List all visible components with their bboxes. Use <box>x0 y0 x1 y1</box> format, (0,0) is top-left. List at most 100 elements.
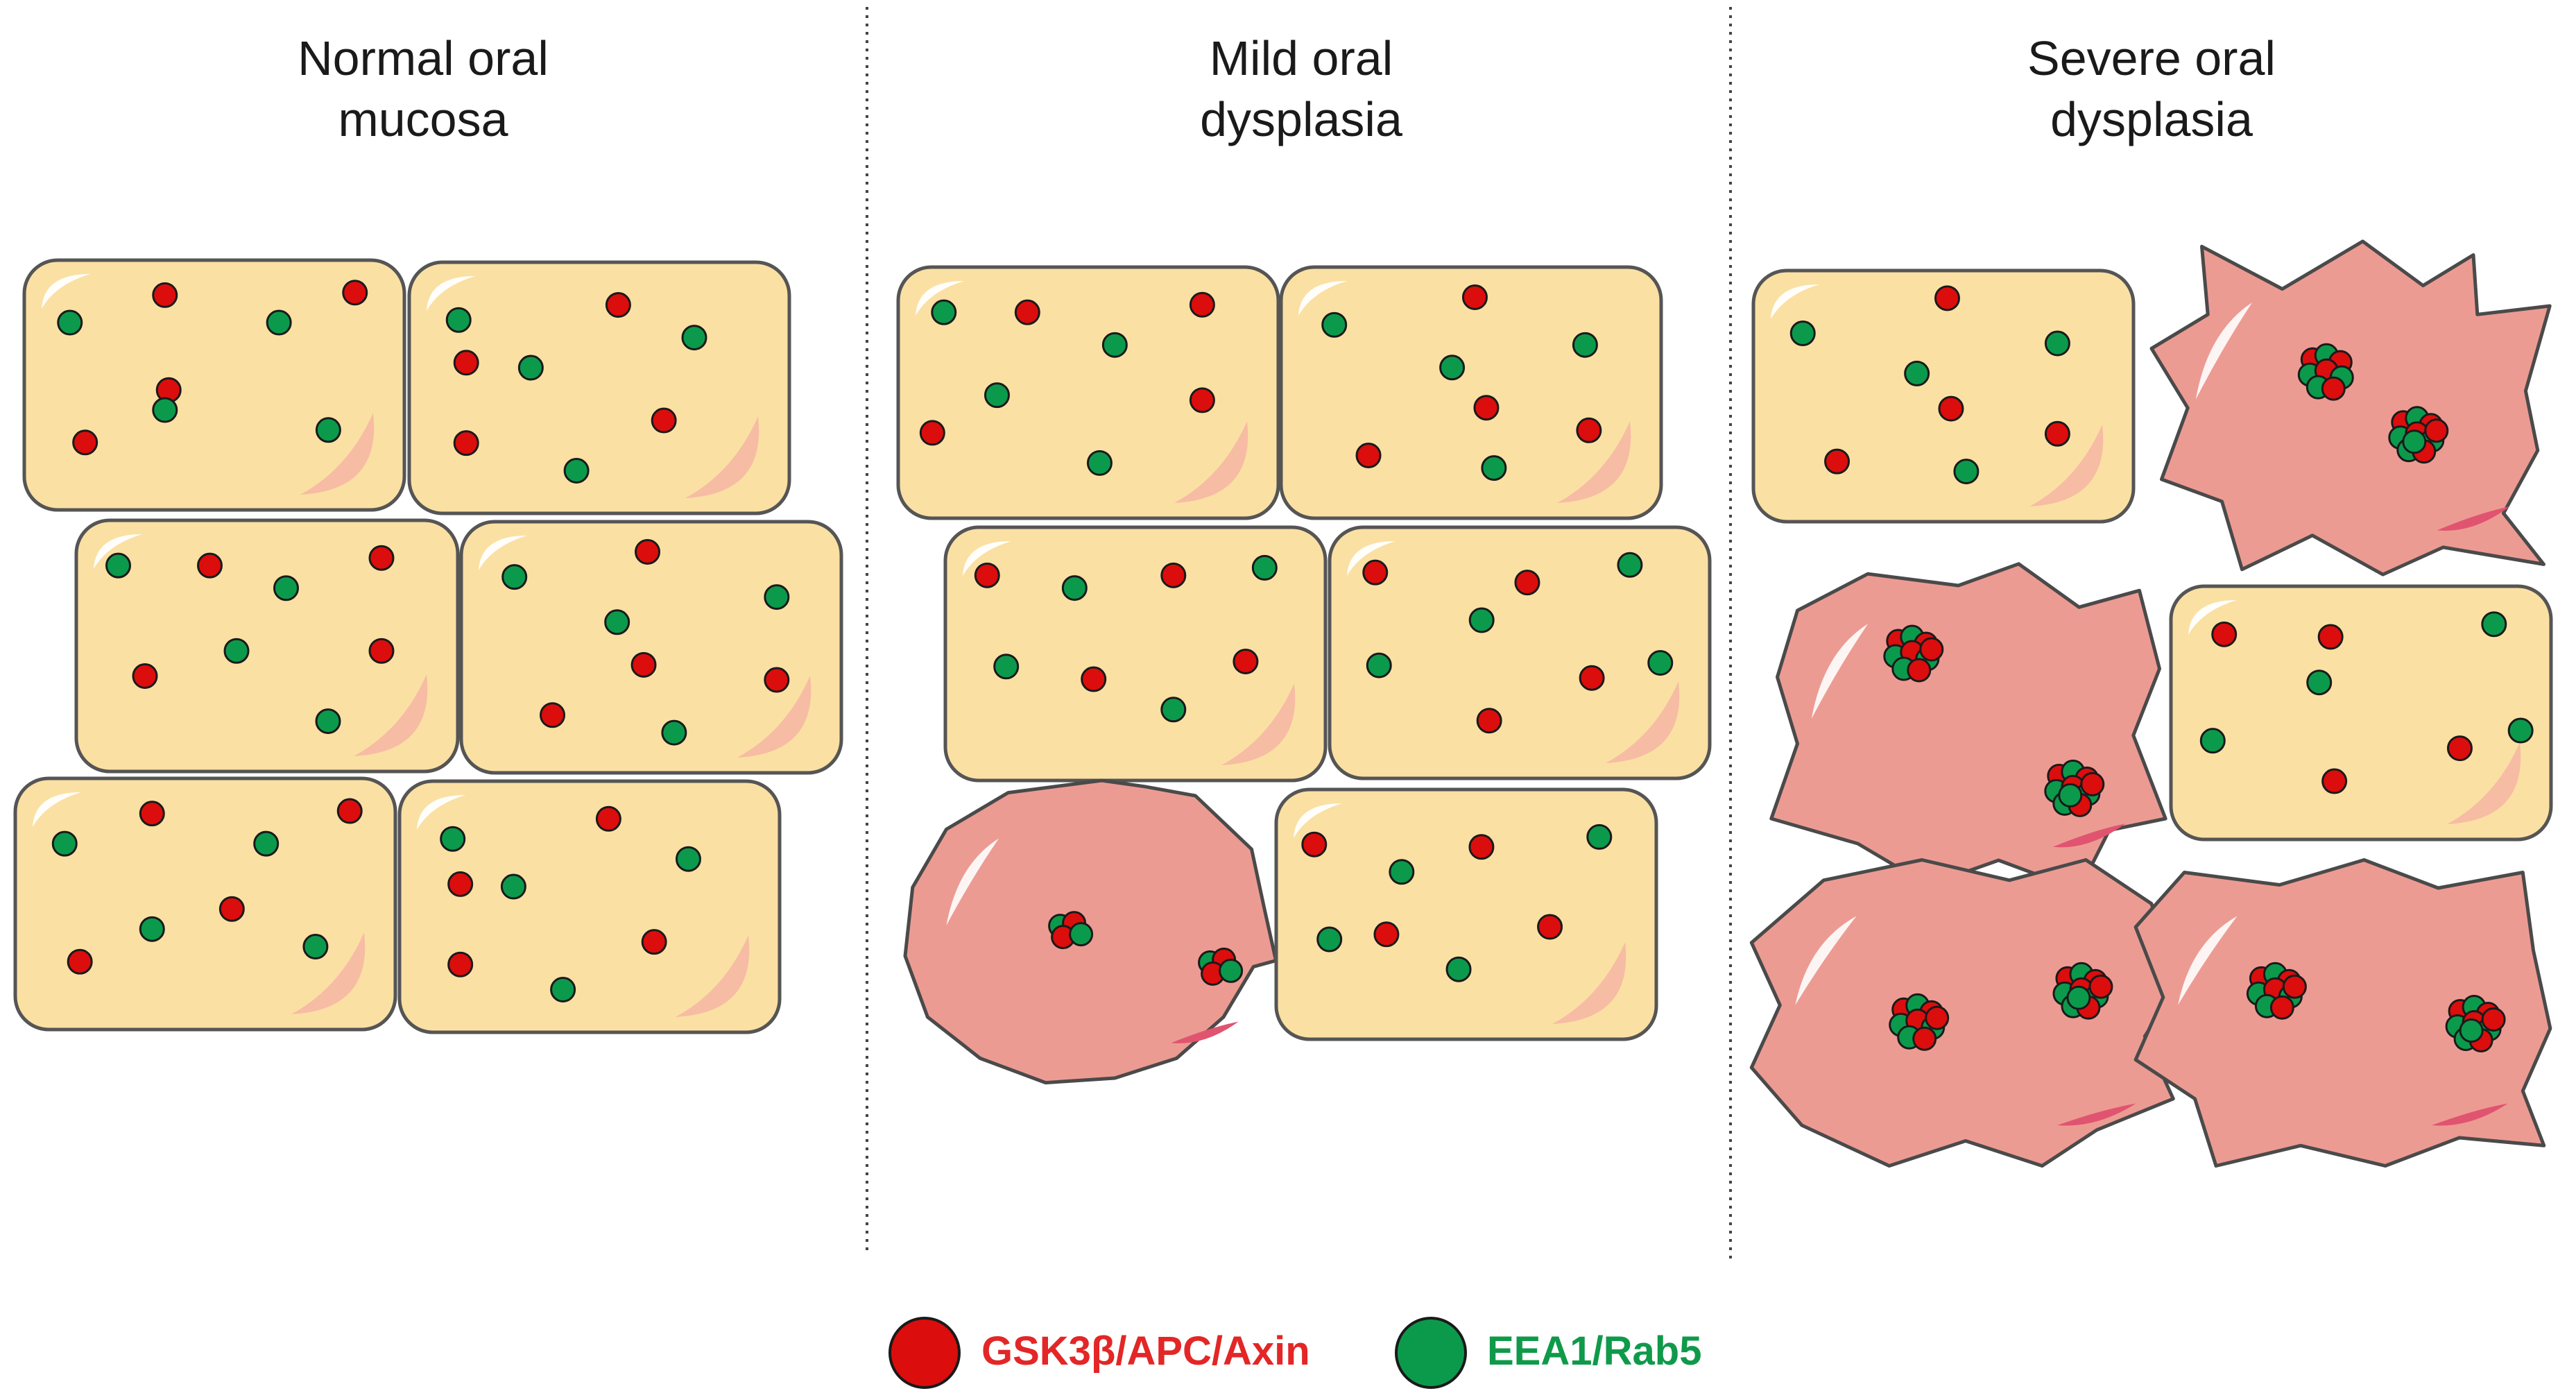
cell-body <box>13 776 397 1032</box>
eea1-dot <box>1468 607 1495 633</box>
gsk3b-dot <box>2211 621 2238 647</box>
panel-title-normal-line1: Normal oral <box>298 31 549 85</box>
eea1-dot <box>501 564 528 590</box>
eea1-dot <box>315 708 341 735</box>
gsk3b-dot <box>453 350 479 376</box>
gsk3b-dot <box>453 430 479 456</box>
eea1-dot <box>139 916 165 942</box>
eea1-dot <box>931 299 957 325</box>
cell-shading <box>685 416 759 498</box>
eea1-dot <box>1445 956 1472 982</box>
gsk3b-dot <box>1355 443 1382 468</box>
endosome-cluster <box>1198 947 1244 986</box>
cell-highlight <box>1347 541 1396 576</box>
gsk3b-dot <box>1189 387 1215 413</box>
eea1-dot <box>1572 332 1598 358</box>
gsk3b-dot <box>2481 1007 2506 1032</box>
gsk3b-dot <box>1233 648 1259 674</box>
cell-shading <box>2432 1103 2508 1126</box>
eea1-dot <box>1366 652 1392 678</box>
gsk3b-dot <box>336 798 363 824</box>
cell-body <box>1749 858 2182 1168</box>
eea1-dot <box>1061 575 1088 601</box>
eea1-dot <box>445 307 472 333</box>
endosome-cluster <box>2297 343 2354 401</box>
cell-highlight <box>94 534 142 569</box>
cell-body <box>74 518 460 774</box>
endosome-cluster <box>2445 995 2506 1052</box>
eea1-dot <box>57 309 83 336</box>
gsk3b-dot <box>651 407 677 434</box>
eea1-dot <box>1219 958 1244 983</box>
panel-title-severe-line1: Severe oral <box>2027 31 2276 85</box>
gsk3b-dot <box>1160 562 1187 588</box>
gsk3b-dot <box>368 638 395 664</box>
gsk3b-dot <box>132 663 158 689</box>
dysplastic-cell <box>2149 239 2552 577</box>
gsk3b-dot <box>1912 1026 1937 1051</box>
eea1-dot <box>604 609 630 635</box>
cell-highlight <box>963 541 1011 576</box>
gsk3b-dot <box>368 545 395 571</box>
cell-body <box>1274 787 1658 1041</box>
gsk3b-dot <box>919 420 945 446</box>
gsk3b-dot <box>342 280 368 306</box>
normal-cell <box>459 520 843 775</box>
gsk3b-dot <box>197 552 223 579</box>
legend-marker-gsk3b <box>888 1317 961 1389</box>
cell-shading <box>2437 506 2510 531</box>
eea1-dot <box>1316 926 1343 953</box>
dysplastic-cell <box>2133 858 2552 1168</box>
endosome-cluster <box>2246 962 2307 1020</box>
eea1-dot <box>273 575 299 601</box>
gsk3b-dot <box>1189 291 1215 318</box>
cell-highlight <box>33 792 81 827</box>
panel-title-severe: Severe oral dysplasia <box>1839 28 2464 150</box>
endosome-cluster <box>1883 624 1944 683</box>
eea1-dot <box>1160 697 1187 723</box>
gsk3b-dot <box>974 562 1000 588</box>
eea1-dot <box>2066 985 2091 1010</box>
eea1-dot <box>152 397 178 423</box>
eea1-dot <box>2507 717 2534 744</box>
cell-shading <box>300 413 375 495</box>
gsk3b-dot <box>447 951 474 978</box>
endosome-cluster <box>2388 406 2449 464</box>
cell-shading <box>1174 421 1248 503</box>
cell-body <box>397 779 782 1034</box>
normal-cell <box>22 258 406 512</box>
gsk3b-dot <box>1925 1005 1950 1030</box>
gsk3b-dot <box>139 801 165 827</box>
gsk3b-dot <box>1362 559 1389 586</box>
gsk3b-dot <box>1579 665 1605 691</box>
dysplastic-cell <box>903 778 1278 1085</box>
gsk3b-dot <box>218 896 245 922</box>
cell-shading <box>737 676 812 758</box>
gsk3b-dot <box>72 429 98 456</box>
endosome-cluster <box>1048 911 1094 950</box>
panel-title-normal-line2: mucosa <box>338 92 508 146</box>
gsk3b-dot <box>447 871 474 897</box>
eea1-dot <box>1086 450 1113 476</box>
gsk3b-dot <box>1576 417 1602 443</box>
gsk3b-dot <box>2088 974 2113 999</box>
gsk3b-dot <box>635 538 661 565</box>
endosome-cluster <box>2044 759 2105 817</box>
eea1-dot <box>550 976 576 1002</box>
gsk3b-dot <box>2282 974 2307 999</box>
gsk3b-dot <box>2424 418 2449 443</box>
eea1-dot <box>2459 1018 2484 1043</box>
eea1-dot <box>1321 311 1348 338</box>
gsk3b-dot <box>1373 921 1400 948</box>
normal-cell <box>1279 265 1663 520</box>
gsk3b-dot <box>641 929 667 955</box>
cell-shading <box>1221 683 1296 765</box>
eea1-dot <box>500 873 526 900</box>
cell-body <box>896 265 1280 520</box>
eea1-dot <box>2044 330 2070 357</box>
gsk3b-dot <box>2321 376 2346 401</box>
normal-cell <box>2169 584 2553 842</box>
eea1-dot <box>1789 321 1816 346</box>
cell-body <box>2169 584 2553 842</box>
